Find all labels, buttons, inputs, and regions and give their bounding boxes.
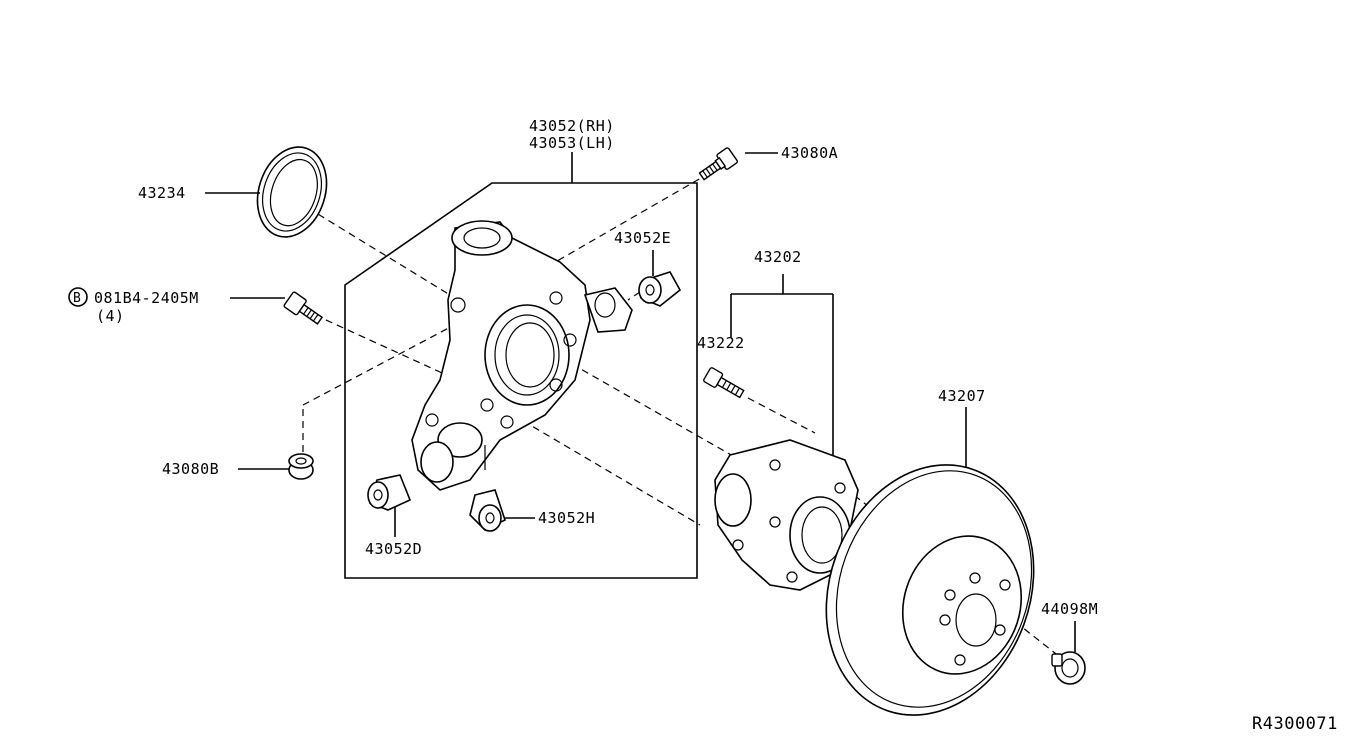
bushing-43052h	[469, 489, 506, 532]
label-43053-lh: 43053(LH)	[529, 134, 615, 152]
part-labels: 43052(RH) 43053(LH) 43080A 43234 43052E …	[68, 117, 1338, 734]
rotor-screw-44098m	[1051, 651, 1086, 685]
wheel-hub-assembly	[714, 439, 859, 591]
brake-rotor-43207	[825, 464, 1035, 716]
label-43052h: 43052H	[538, 509, 595, 527]
knuckle-group-box	[344, 152, 698, 579]
label-43080a: 43080A	[781, 144, 838, 162]
label-43052d: 43052D	[365, 540, 422, 558]
label-44098m: 44098M	[1041, 600, 1098, 618]
leader-lines	[205, 152, 1076, 652]
bolt-43080a	[698, 147, 738, 181]
steering-knuckle	[411, 220, 633, 491]
dust-seal-43234	[256, 146, 328, 238]
bushing-43052e	[638, 271, 682, 307]
label-circle-b: B	[73, 291, 81, 306]
nut-43080b	[288, 453, 314, 480]
label-43052e: 43052E	[614, 229, 671, 247]
label-bolt-qty: (4)	[96, 307, 125, 325]
bolt-081b4-2405m	[283, 291, 324, 325]
label-43052-rh: 43052(RH)	[529, 117, 615, 135]
label-43222: 43222	[697, 334, 745, 352]
reference-code: R4300071	[1252, 714, 1338, 734]
hub-bolt-43222	[703, 367, 745, 399]
label-43234: 43234	[138, 184, 186, 202]
label-081b4-2405m: 081B4-2405M	[94, 289, 199, 307]
label-43207: 43207	[938, 387, 986, 405]
circle-b-icon	[68, 287, 88, 307]
label-43202: 43202	[754, 248, 802, 266]
label-43080b: 43080B	[162, 460, 219, 478]
hub-assembly-bracket	[730, 274, 834, 462]
bolt-b-callout: B 081B4-2405M (4)	[68, 287, 199, 325]
bushing-43052d	[367, 474, 412, 511]
